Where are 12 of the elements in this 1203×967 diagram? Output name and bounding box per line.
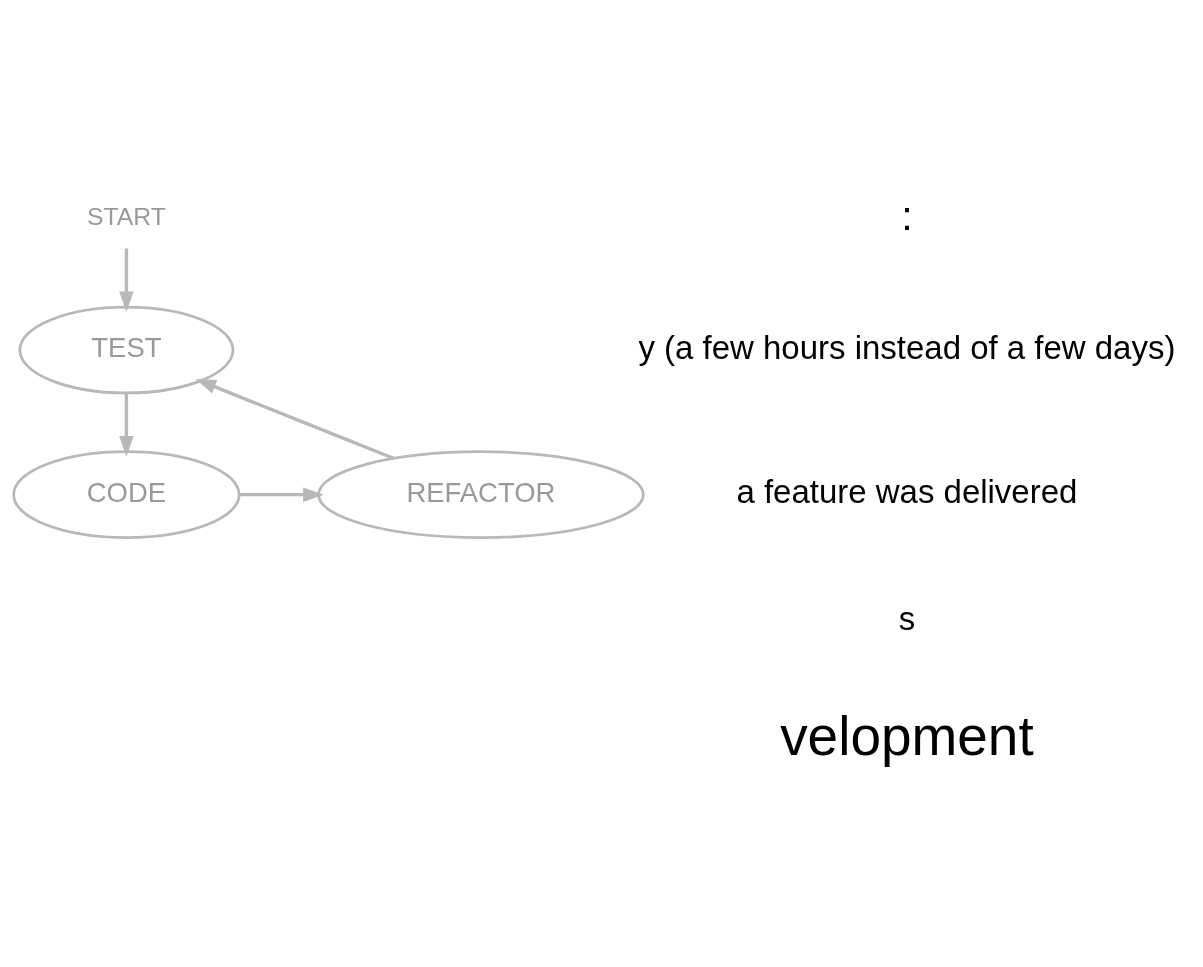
label: s (898, 599, 916, 637)
label: y (a few hours instead of a few days) (638, 328, 1176, 366)
node-ellipse: CODE (12, 450, 241, 539)
label: a feature was delivered (736, 473, 1078, 511)
label: velopment (780, 704, 1034, 767)
node-text: START (87, 203, 166, 231)
arrow (239, 487, 324, 502)
arrow (119, 392, 134, 457)
node-ellipse: REFACTOR (317, 450, 645, 539)
arrow (195, 379, 395, 461)
arrow (119, 248, 134, 313)
label: : (901, 192, 913, 239)
